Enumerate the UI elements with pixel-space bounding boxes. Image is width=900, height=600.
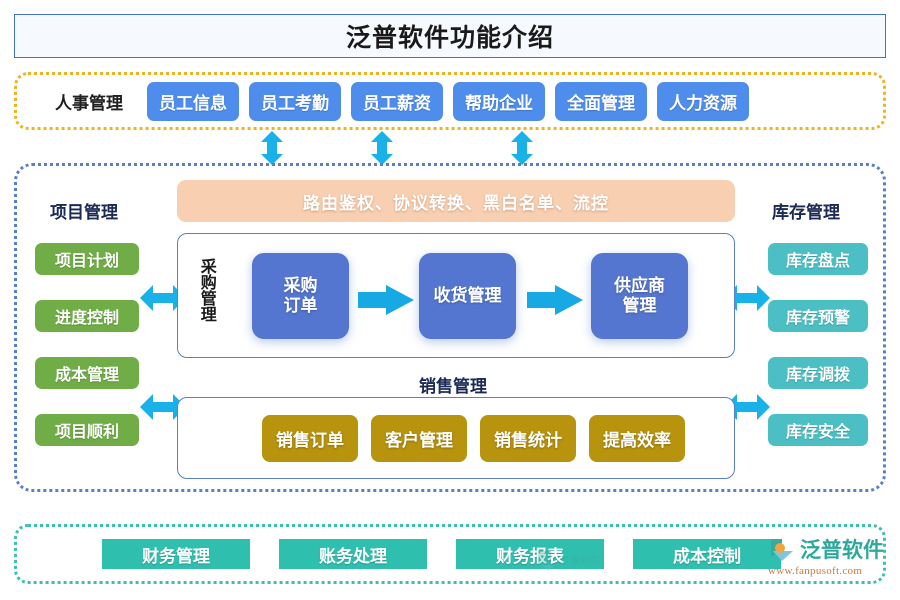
inventory-chip-transfer[interactable]: 库存调拨 [768, 357, 868, 389]
hr-management-band: 人事管理 员工信息 员工考勤 员工薪资 帮助企业 全面管理 人力资源 [14, 72, 886, 130]
purchase-management-vertical-label: 采购管理 [197, 258, 217, 322]
brand-logo: 泛普软件 www.fanpusoft.com [768, 534, 896, 592]
finance-band [14, 524, 886, 584]
sales-chip-statistics[interactable]: 销售统计 [480, 415, 576, 462]
inventory-chip-safety[interactable]: 库存安全 [768, 414, 868, 446]
page-title-bar: 泛普软件功能介绍 [14, 14, 886, 58]
inventory-chip-alert[interactable]: 库存预警 [768, 300, 868, 332]
double-arrow-horizontal-icon [140, 394, 186, 420]
logo-name: 泛普软件 [800, 538, 884, 562]
project-chip-smooth-project[interactable]: 项目顺利 [35, 414, 139, 446]
watermark: 泛普软件 [538, 546, 610, 576]
sales-management-title: 销售管理 [419, 377, 487, 397]
purchase-node-supplier-line2: 管理 [622, 296, 657, 316]
fanpu-logo-icon [771, 539, 793, 561]
inventory-chip-stocktake[interactable]: 库存盘点 [768, 243, 868, 275]
project-chip-cost-management[interactable]: 成本管理 [35, 357, 139, 389]
watermark-text: 泛普软件 [560, 555, 600, 567]
purchase-node-supplier[interactable]: 供应商 管理 [591, 253, 688, 339]
hr-chip-employee-info[interactable]: 员工信息 [147, 81, 239, 121]
double-arrow-horizontal-icon [140, 285, 186, 311]
finance-chip-cost-control[interactable]: 成本控制 [633, 539, 781, 569]
project-chip-progress-control[interactable]: 进度控制 [35, 300, 139, 332]
main-management-band [14, 163, 886, 492]
arrow-right-icon [358, 285, 414, 315]
sales-chip-efficiency[interactable]: 提高效率 [589, 415, 685, 462]
project-management-title: 项目管理 [50, 203, 118, 223]
double-arrow-vertical-icon [371, 131, 393, 165]
double-arrow-vertical-icon [261, 131, 283, 165]
arrow-right-icon [527, 285, 583, 315]
purchase-node-order-line2: 订单 [283, 296, 318, 316]
purchase-node-supplier-line1: 供应商 [614, 275, 665, 296]
hr-chip-help-enterprise[interactable]: 帮助企业 [453, 81, 545, 121]
finance-chip-accounting[interactable]: 账务处理 [279, 539, 427, 569]
purchase-node-receiving-line1: 收货管理 [433, 285, 502, 306]
watermark-logo-icon [538, 551, 555, 571]
hr-chip-full-management[interactable]: 全面管理 [555, 81, 647, 121]
purchase-node-order-line1: 采购 [283, 275, 318, 296]
double-arrow-horizontal-icon [724, 394, 770, 420]
page-title: 泛普软件功能介绍 [345, 23, 554, 52]
finance-chip-reports[interactable]: 财务报表 [456, 539, 604, 569]
sales-chip-customer[interactable]: 客户管理 [371, 415, 467, 462]
logo-url: www.fanpusoft.com [768, 565, 863, 577]
hr-chip-attendance[interactable]: 员工考勤 [249, 81, 341, 121]
sales-chip-order[interactable]: 销售订单 [262, 415, 358, 462]
double-arrow-vertical-icon [511, 131, 533, 165]
purchase-node-order[interactable]: 采购 订单 [252, 253, 349, 339]
project-chip-plan[interactable]: 项目计划 [35, 243, 139, 275]
inventory-management-title: 库存管理 [772, 203, 840, 223]
hr-chip-salary[interactable]: 员工薪资 [351, 81, 443, 121]
finance-chip-management[interactable]: 财务管理 [102, 539, 250, 569]
gateway-banner: 路由鉴权、协议转换、黑白名单、流控 [177, 180, 735, 222]
double-arrow-horizontal-icon [724, 285, 770, 311]
purchase-node-receiving[interactable]: 收货管理 [419, 253, 516, 339]
hr-band-label: 人事管理 [55, 93, 123, 114]
hr-chip-human-resources[interactable]: 人力资源 [657, 81, 749, 121]
